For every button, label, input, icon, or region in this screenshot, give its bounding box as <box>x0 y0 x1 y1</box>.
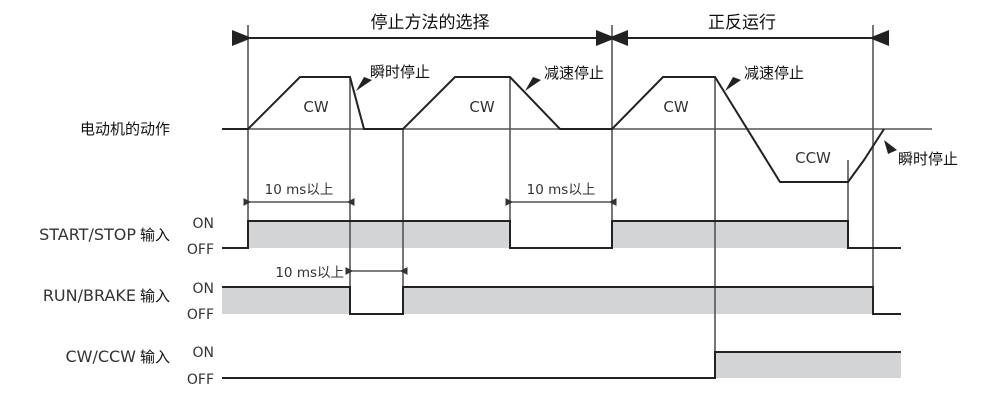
start-stop-on-band-2 <box>612 221 848 248</box>
motor-waveform <box>222 76 885 183</box>
off-label: OFF <box>187 372 214 388</box>
timing-note: 10 ms以上 <box>275 265 344 281</box>
off-label: OFF <box>187 242 214 258</box>
cw-ccw-waveform <box>222 351 901 379</box>
signal-name: CW/CCW <box>65 347 136 366</box>
start-stop-on-band-1 <box>248 221 510 248</box>
callout-pointer <box>525 77 541 91</box>
timing-dimensions: 10 ms以上 10 ms以上 10 ms以上 <box>243 182 617 281</box>
on-label: ON <box>193 216 215 232</box>
motor-operation: 电动机的动作 CW CW CW CCW 瞬时停止 减速停止 减速停止 瞬时停止 <box>80 63 958 183</box>
stop-label-instant: 瞬时停止 <box>898 150 958 168</box>
phase-direction-label: CCW <box>795 149 831 167</box>
signal-start-stop: START/STOP 输入 ON OFF <box>39 216 901 258</box>
section-arrows: 停止方法的选择 正反运行 <box>232 13 889 46</box>
signal-suffix: 输入 <box>140 287 170 305</box>
motor-label: 电动机的动作 <box>80 120 170 138</box>
stop-label-decel: 减速停止 <box>544 64 604 82</box>
on-bands <box>222 221 901 378</box>
callout-pointer <box>356 77 372 91</box>
signal-name: START/STOP <box>39 225 136 244</box>
run-brake-on-band-2 <box>403 287 873 314</box>
on-label: ON <box>193 345 215 361</box>
timing-note: 10 ms以上 <box>265 182 334 198</box>
phase-direction-label: CW <box>303 98 328 116</box>
stop-label-instant: 瞬时停止 <box>370 63 430 81</box>
phase-direction-label: CW <box>663 98 688 116</box>
section-label-stop-method: 停止方法的选择 <box>371 13 490 33</box>
signal-suffix: 输入 <box>140 226 170 244</box>
start-stop-waveform <box>222 220 901 249</box>
off-label: OFF <box>187 307 214 323</box>
run-brake-on-band-1 <box>222 287 350 314</box>
callout-pointer <box>725 77 741 91</box>
signal-run-brake: RUN/BRAKE 输入 ON OFF <box>43 281 901 323</box>
stop-label-decel: 减速停止 <box>744 64 804 82</box>
signal-name: RUN/BRAKE <box>43 286 136 305</box>
on-label: ON <box>193 281 215 297</box>
phase-direction-label: CW <box>469 98 494 116</box>
signal-cw-ccw: CW/CCW 输入 ON OFF <box>65 345 901 388</box>
section-label-fwd-rev: 正反运行 <box>708 13 776 33</box>
run-brake-waveform <box>222 286 901 315</box>
callout-pointer <box>884 140 897 154</box>
timing-note: 10 ms以上 <box>527 182 596 198</box>
signal-suffix: 输入 <box>140 348 170 366</box>
cw-ccw-on-band <box>715 352 901 378</box>
